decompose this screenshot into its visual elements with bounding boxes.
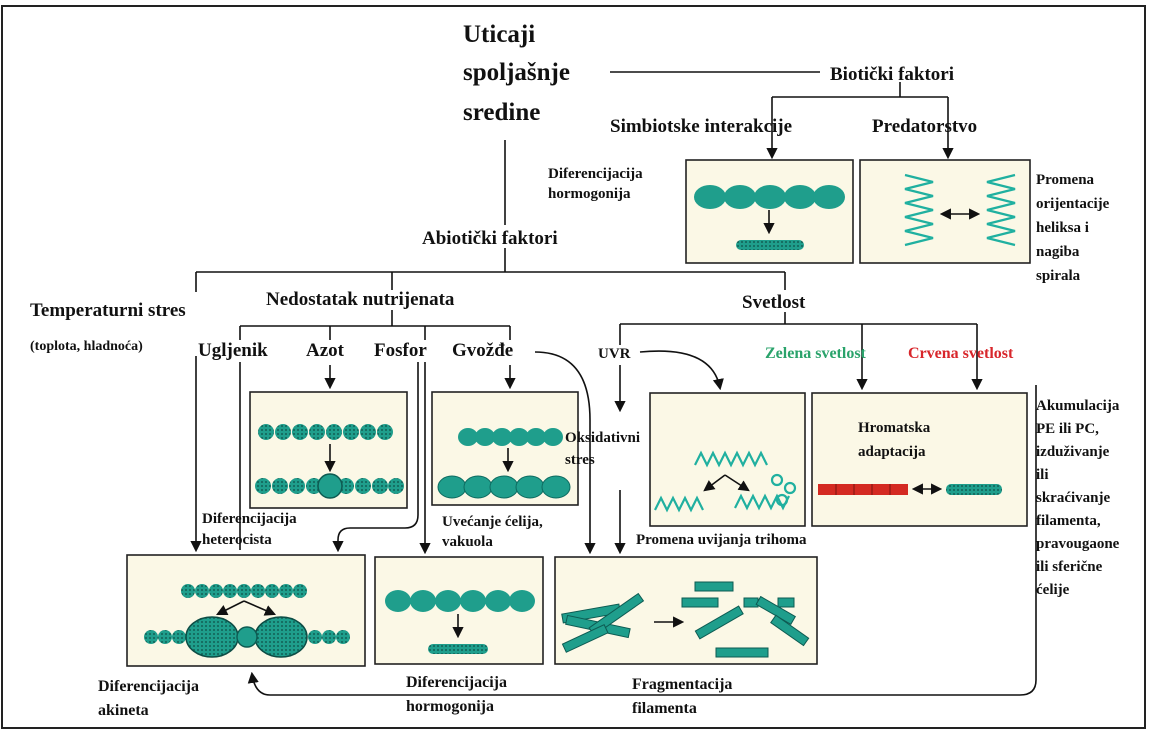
helix-caption: Promena orijentacije heliksa i nagiba sp…: [1036, 172, 1110, 284]
accumulation-line-3: izduživanje: [1036, 444, 1110, 460]
fragmentation-line-2: filamenta: [632, 700, 697, 717]
box-akinete: [126, 554, 366, 667]
iron-label: Gvožđe: [452, 340, 513, 361]
helix-line-4: nagiba: [1036, 244, 1080, 260]
nutrients-label: Nedostatak nutrijenata: [266, 289, 455, 310]
red-light-label: Crvena svetlost: [908, 345, 1014, 362]
title-line-1: Uticaji: [463, 21, 535, 48]
hormogonia-illustration-bottom: [385, 590, 535, 654]
outer-border: [1, 5, 1146, 729]
box-chromatic: [811, 392, 1028, 527]
akinete-illustration: [144, 584, 350, 658]
abiotic-heading: Abiotički faktori: [422, 228, 558, 249]
cell-enlarge-illustration: [437, 428, 571, 499]
heterocyst-illustration: [255, 424, 404, 499]
accumulation-line-7: pravougaone: [1036, 536, 1120, 552]
temperature-sub-label: (toplota, hladnoća): [30, 339, 143, 354]
phosphorus-label: Fosfor: [374, 340, 427, 361]
light-label: Svetlost: [742, 292, 806, 313]
connector-lines: [190, 71, 1037, 696]
coiling-label: Promena uvijanja trihoma: [636, 532, 807, 548]
nitrogen-label: Azot: [306, 340, 345, 361]
symbiosis-label: Simbiotske interakcije: [610, 116, 792, 137]
uvr-label: UVR: [598, 346, 631, 362]
helix-line-1: Promena: [1036, 172, 1095, 188]
accumulation-line-4: ili: [1036, 467, 1049, 483]
title-line-3: sredine: [463, 99, 540, 126]
accumulation-line-2: PE ili PC,: [1036, 421, 1099, 437]
predation-label: Predatorstvo: [872, 116, 977, 137]
akinete-line-2: akineta: [98, 702, 149, 719]
helix-line-2: orijentacije: [1036, 196, 1110, 212]
fragmentation-illustration: [561, 581, 810, 658]
accumulation-line-5: skraćivanje: [1036, 490, 1111, 506]
title-line-2: spoljašnje: [463, 59, 570, 86]
oxidative-line-1: Oksidativni: [565, 430, 640, 446]
hormogonia-illustration-top: [694, 185, 845, 250]
chromatic-line-2: adaptacija: [858, 444, 926, 460]
chromatic-illustration: [818, 483, 1002, 495]
cell-enlarge-line-2: vakuola: [442, 534, 493, 550]
hormogonia-line-1: Diferencijacija: [406, 674, 507, 691]
accumulation-line-9: ćelije: [1036, 582, 1070, 598]
title: Uticaji spoljašnje sredine: [463, 21, 570, 126]
biotic-heading: Biotički faktori: [830, 64, 954, 85]
accumulation-line-1: Akumulacija: [1036, 398, 1120, 414]
box-helix: [859, 159, 1031, 264]
temperature-label: Temperaturni stres: [30, 300, 186, 321]
coiling-illustration: [654, 450, 797, 513]
accumulation-line-8: ili sferične: [1036, 559, 1103, 575]
akinete-line-1: Diferencijacija: [98, 678, 199, 695]
biotic-hormogonia-line-2: hormogonija: [548, 186, 631, 202]
cell-enlarge-line-1: Uvećanje ćelija,: [442, 514, 543, 530]
heterocyst-line-2: heterocista: [202, 532, 272, 548]
fragmentation-line-1: Fragmentacija: [632, 676, 732, 693]
biotic-hormogonia-line-1: Diferencijacija: [548, 166, 643, 182]
green-light-label: Zelena svetlost: [765, 345, 867, 362]
helix-line-3: heliksa i: [1036, 220, 1089, 236]
hormogonia-line-2: hormogonija: [406, 698, 494, 715]
carbon-label: Ugljenik: [198, 340, 268, 361]
heterocyst-line-1: Diferencijacija: [202, 511, 297, 527]
accumulation-line-6: filamenta,: [1036, 513, 1101, 529]
helix-line-5: spirala: [1036, 268, 1081, 284]
chromatic-line-1: Hromatska: [858, 420, 931, 436]
oxidative-line-2: stres: [565, 452, 595, 468]
helix-illustration: [904, 173, 1016, 247]
accumulation-caption: Akumulacija PE ili PC, izduživanje ili s…: [1036, 398, 1120, 598]
